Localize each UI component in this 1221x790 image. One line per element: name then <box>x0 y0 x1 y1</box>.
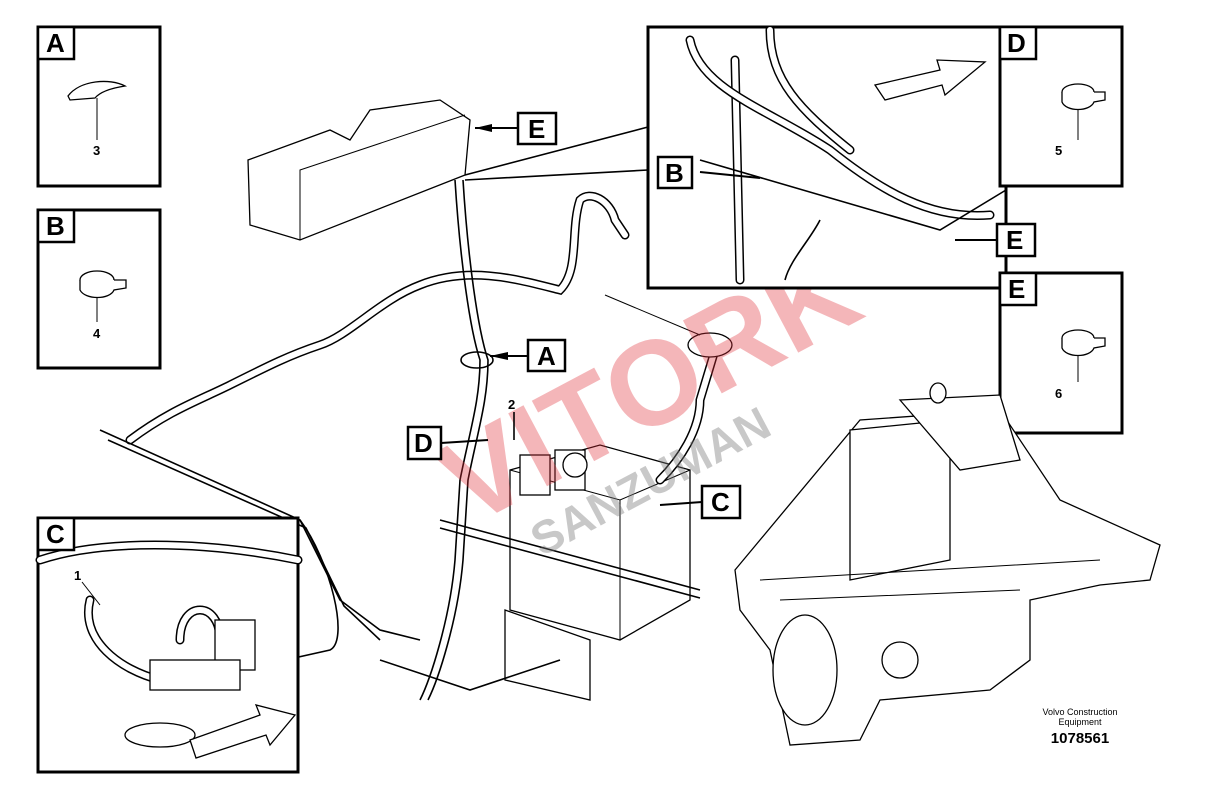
top-detail-inset: B E <box>646 25 1037 290</box>
svg-text:B: B <box>46 211 65 241</box>
detail-box-b: B 4 <box>36 208 162 370</box>
callout-e-inset[interactable]: E <box>995 222 1037 258</box>
detail-box-e: E 6 <box>998 271 1124 435</box>
part-number-3: 3 <box>93 143 100 158</box>
main-hose-assembly <box>99 99 733 701</box>
direction-arrow-icon <box>873 59 987 101</box>
direction-arrow-icon <box>189 704 297 759</box>
part-number-1: 1 <box>74 568 81 583</box>
machine-overview <box>734 382 1161 746</box>
detail-box-a: A 3 <box>36 25 162 188</box>
mounting-bracket <box>247 99 471 241</box>
part-number-6: 6 <box>1055 386 1062 401</box>
svg-text:C: C <box>711 487 730 517</box>
detail-box-d: D 5 <box>998 25 1124 188</box>
part-number-4: 4 <box>93 326 101 341</box>
svg-text:B: B <box>665 158 684 188</box>
callout-d-main[interactable]: D <box>406 425 489 461</box>
detail-box-c: C 1 <box>35 516 303 774</box>
svg-text:E: E <box>1006 225 1023 255</box>
credit-line-1: Volvo Construction <box>1042 707 1117 717</box>
svg-text:D: D <box>414 428 433 458</box>
svg-text:C: C <box>46 519 65 549</box>
credit-line-2: Equipment <box>1058 717 1102 727</box>
part-number-2: 2 <box>508 397 515 412</box>
svg-text:E: E <box>1008 274 1025 304</box>
callout-a-main[interactable]: A <box>490 338 567 373</box>
svg-text:D: D <box>1007 28 1026 58</box>
callout-c-main[interactable]: C <box>659 484 742 520</box>
svg-text:A: A <box>46 28 65 58</box>
svg-text:A: A <box>537 341 556 371</box>
cable-tie-icon <box>67 80 128 101</box>
callout-e-main[interactable]: E <box>475 111 558 146</box>
part-number-5: 5 <box>1055 143 1062 158</box>
callout-b-inset[interactable]: B <box>656 155 694 190</box>
document-number: 1078561 <box>1051 730 1109 747</box>
heater-unit <box>509 444 691 641</box>
svg-text:E: E <box>528 114 545 144</box>
valve <box>519 454 551 496</box>
